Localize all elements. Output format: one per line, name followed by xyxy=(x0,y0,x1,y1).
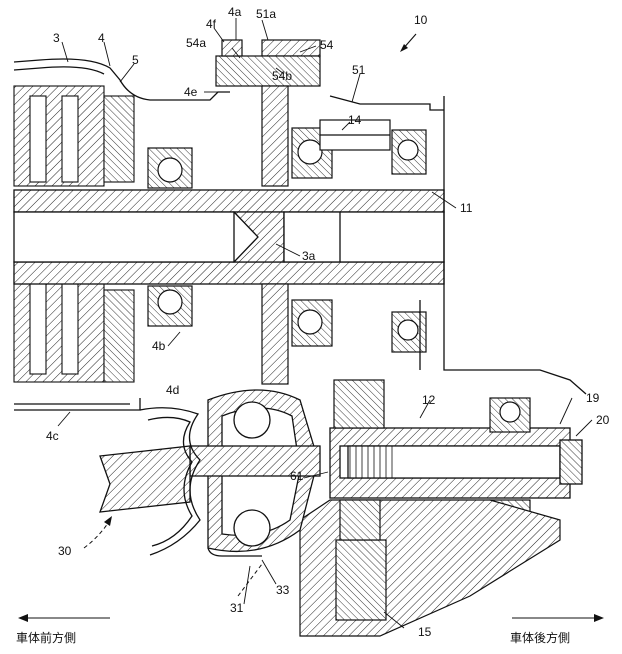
label-19: 19 xyxy=(586,391,600,405)
stator-upper xyxy=(13,85,135,187)
label-11: 11 xyxy=(460,201,473,215)
label-12: 12 xyxy=(422,393,436,407)
label-20: 20 xyxy=(596,413,610,427)
leader-lines xyxy=(57,18,593,629)
label-3a: 3a xyxy=(302,249,316,263)
boot-pointer xyxy=(83,516,112,549)
boot-30 xyxy=(99,407,262,557)
label-4b: 4b xyxy=(152,339,166,353)
label-10: 10 xyxy=(414,13,428,27)
label-51a: 51a xyxy=(256,7,276,21)
label-30: 30 xyxy=(58,544,72,558)
label-4: 4 xyxy=(98,31,105,45)
label-4e: 4e xyxy=(184,85,198,99)
label-61: 61 xyxy=(290,469,304,483)
front-direction-arrow xyxy=(18,614,110,622)
cv-joint-pointer xyxy=(237,563,263,597)
label-3: 3 xyxy=(53,31,60,45)
label-4f: 4f xyxy=(206,17,217,31)
label-31: 31 xyxy=(230,601,244,615)
label-54a: 54a xyxy=(186,36,206,50)
label-51: 51 xyxy=(352,63,366,77)
label-54b: 54b xyxy=(272,69,292,83)
output-shaft-12 xyxy=(329,427,583,499)
rear-direction-label: 車体後方側 xyxy=(510,630,570,645)
label-15: 15 xyxy=(418,625,432,639)
label-4d: 4d xyxy=(166,383,179,397)
shaft-bearings xyxy=(147,127,427,353)
cv-joint-31 xyxy=(189,389,321,553)
assembly-pointer-arrow xyxy=(400,33,417,52)
rear-direction-arrow xyxy=(512,614,604,622)
reduction-gear-54 xyxy=(215,39,391,385)
label-14: 14 xyxy=(348,113,362,127)
label-5: 5 xyxy=(132,53,139,67)
label-4c: 4c xyxy=(46,429,59,443)
front-direction-label: 車体前方側 xyxy=(16,630,76,645)
gear-housing-right xyxy=(329,95,587,395)
rotor-shaft xyxy=(13,189,445,285)
label-4a: 4a xyxy=(228,5,242,19)
label-54: 54 xyxy=(320,38,334,52)
stator-lower xyxy=(13,271,135,383)
output-gear-15 xyxy=(299,379,561,637)
reference-numerals: 3 4 5 4a 4f 51a 54a 54 10 54b 51 4e 14 1… xyxy=(46,5,610,639)
label-33: 33 xyxy=(276,583,290,597)
